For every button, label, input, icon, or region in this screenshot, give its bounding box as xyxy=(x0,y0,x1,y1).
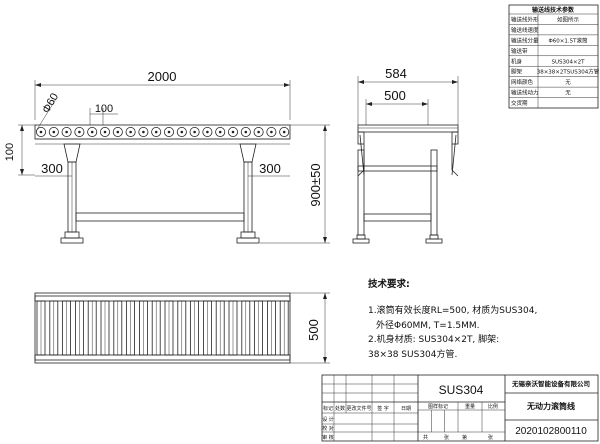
tb-label-sheets-1: 张 xyxy=(444,434,449,441)
tb-label-date: 日期 xyxy=(401,406,411,412)
front-roller-axle xyxy=(90,130,94,134)
front-roller-axle xyxy=(206,130,209,134)
tb-label-sheets-2: 张 xyxy=(488,434,493,441)
notes-line-4: 38×38 SUS304方管. xyxy=(368,348,457,360)
tb-label-review: 审 核 xyxy=(322,434,334,441)
tb-label-design: 设 计 xyxy=(322,416,334,423)
spec-table-title: 输送线技术参数 xyxy=(532,6,575,14)
spec-row-value: 如图所示 xyxy=(557,16,580,24)
spec-row-value: 38×38×2TSUS304方管 xyxy=(537,68,600,76)
tb-label-sheet-no: 第 xyxy=(462,434,467,441)
spec-row-label: 机身 xyxy=(511,57,523,65)
front-roller xyxy=(240,127,251,138)
tb-label-scale: 比例 xyxy=(488,403,498,410)
front-roller xyxy=(36,127,47,138)
front-roller-axle xyxy=(167,130,171,134)
notes-line-1: 1.滚筒有效长度RL=500, 材质为SUS304, xyxy=(368,304,537,316)
tb-label-check: 校 对 xyxy=(322,425,334,432)
front-roller xyxy=(112,127,123,138)
front-roller xyxy=(202,127,213,138)
front-roller-axle xyxy=(129,130,132,134)
spec-row-label: 脚架 xyxy=(511,68,523,76)
front-roller xyxy=(215,127,226,138)
front-roller xyxy=(253,127,264,138)
dim-leg-offset-right: 300 xyxy=(259,161,281,176)
front-roller-axle xyxy=(270,130,273,134)
front-roller xyxy=(227,127,238,138)
tb-company: 无锡亲沃智能设备有限公司 xyxy=(511,379,590,388)
front-roller-axle xyxy=(231,130,235,134)
spec-row-label: 网络颜色 xyxy=(511,78,534,86)
spec-row-value: 无 xyxy=(565,90,571,97)
dim-leg-offset-left: 300 xyxy=(41,161,63,176)
title-block: 标记 处数 更改文件号 签 字 日期 设 计 校 对 审 核 SUS304 图样… xyxy=(321,374,599,442)
front-roller xyxy=(125,127,136,138)
front-roller xyxy=(100,127,111,138)
front-roller-axle xyxy=(282,130,286,134)
tb-drawing-code: 2020102800110 xyxy=(515,426,587,437)
front-roller-axle xyxy=(193,130,196,134)
front-roller-axle xyxy=(244,130,248,134)
front-view: 2000 Φ60 100 100 xyxy=(4,69,330,244)
spec-row-value: SUS304×2T xyxy=(552,59,586,65)
front-roller-axle xyxy=(116,130,120,134)
dim-width-top: 500 xyxy=(306,319,321,341)
front-roller xyxy=(189,127,200,138)
dim-roller-dia: Φ60 xyxy=(40,91,61,115)
tb-label-drawing-mark: 图样标记 xyxy=(428,403,448,410)
tb-label-sign: 签 字 xyxy=(377,405,389,412)
spec-row-value: 无 xyxy=(565,79,571,86)
dim-width-outer: 584 xyxy=(385,66,407,81)
front-roller-axle xyxy=(78,130,81,134)
dim-frame-height: 100 xyxy=(4,143,16,161)
front-roller-axle xyxy=(103,130,107,134)
front-roller-axle xyxy=(218,130,222,134)
technical-notes: 技术要求: 1.滚筒有效长度RL=500, 材质为SUS304, 外径Φ60MM… xyxy=(368,278,537,360)
spec-row-value: Φ60×1.5T滚筒 xyxy=(548,36,588,44)
front-roller-axle xyxy=(39,130,43,134)
spec-row-label: 交货期 xyxy=(511,99,528,107)
dim-total-height: 900±50 xyxy=(308,163,323,206)
front-roller-axle xyxy=(142,130,145,134)
tb-label-change-doc: 更改文件号 xyxy=(346,405,371,412)
spec-row-label: 输送带 xyxy=(511,47,528,55)
front-roller-axle xyxy=(257,130,260,134)
top-view: 500 xyxy=(34,292,330,364)
tb-label-weight: 重量 xyxy=(465,403,475,410)
tb-material: SUS304 xyxy=(439,383,484,397)
tb-label-mark: 标记 xyxy=(323,405,333,412)
notes-title: 技术要求: xyxy=(368,278,410,290)
notes-line-2: 外径Φ60MM, T=1.5MM. xyxy=(376,319,480,331)
dim-width-roller: 500 xyxy=(384,88,406,103)
spec-row-label: 输送线速度 xyxy=(511,26,539,34)
side-view: 584 500 xyxy=(352,66,459,244)
front-roller-axle xyxy=(52,130,56,134)
front-roller xyxy=(87,127,98,138)
front-roller xyxy=(61,127,72,138)
front-roller xyxy=(163,127,174,138)
front-roller xyxy=(74,127,85,138)
tb-drawing-name: 无动力滚筒线 xyxy=(526,401,575,411)
front-roller xyxy=(279,127,290,138)
spec-row-label: 输送线动力 xyxy=(511,89,539,97)
dim-length: 2000 xyxy=(148,69,177,84)
front-roller xyxy=(151,127,162,138)
front-roller-axle xyxy=(180,130,184,134)
front-roller xyxy=(138,127,149,138)
tb-label-total: 共 xyxy=(423,434,428,441)
front-leg-left xyxy=(60,143,84,244)
tb-label-count: 处数 xyxy=(335,405,345,412)
notes-line-3: 2.机身材质: SUS304×2T, 脚架: xyxy=(368,333,499,345)
front-roller-axle xyxy=(154,130,158,134)
spec-row-label: 输送线外形 xyxy=(511,16,539,24)
dim-pitch: 100 xyxy=(95,103,113,115)
front-roller xyxy=(266,127,277,138)
front-roller xyxy=(48,127,59,138)
front-roller-axle xyxy=(65,130,68,134)
front-leg-right xyxy=(236,143,260,244)
spec-row-label: 输送线分量 xyxy=(511,36,539,44)
front-roller xyxy=(176,127,187,138)
